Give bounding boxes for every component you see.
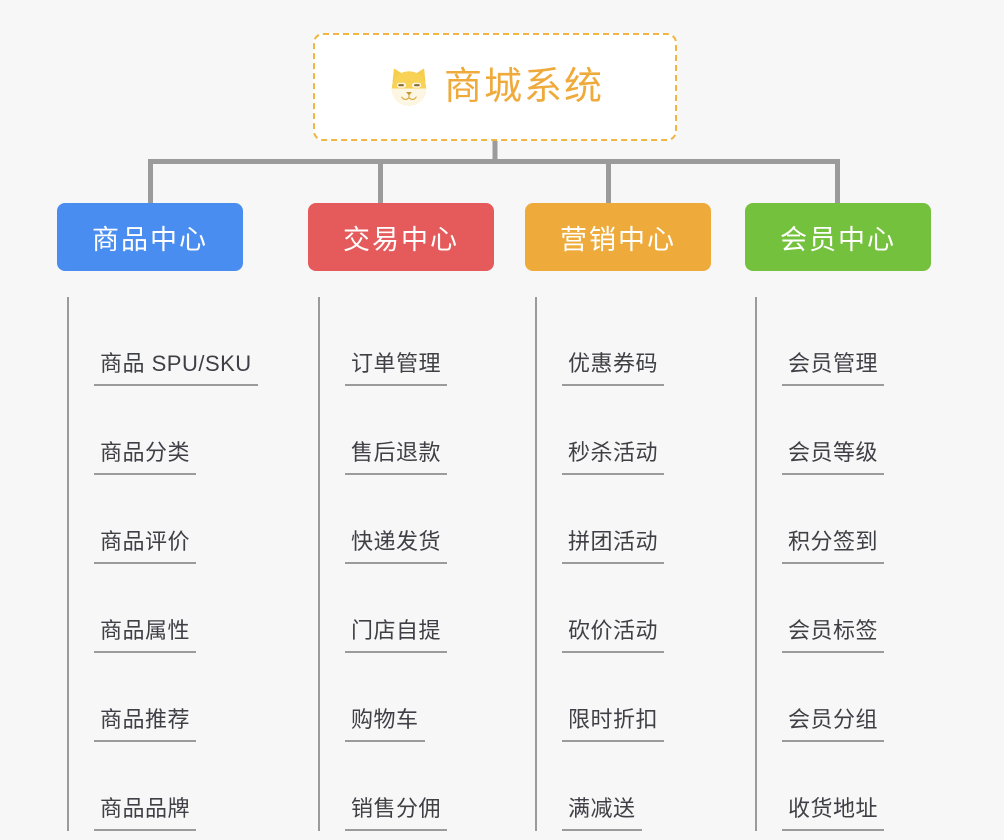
category-header-3[interactable]: 营销中心 [525, 203, 711, 271]
leaf-label: 商品属性 [94, 620, 197, 653]
leaf-item[interactable]: 积分签到 [745, 475, 931, 564]
leaf-label: 商品推荐 [94, 709, 197, 742]
leaf-label: 快递发货 [345, 531, 448, 564]
leaf-item[interactable]: 会员管理 [745, 297, 931, 386]
leaf-spine-1 [67, 297, 69, 831]
leaf-item[interactable]: 商品 SPU/SKU [57, 297, 258, 386]
leaf-label: 商品品牌 [94, 798, 197, 831]
leaf-item[interactable]: 限时折扣 [525, 653, 711, 742]
leaf-label: 砍价活动 [562, 620, 665, 653]
leaf-label: 积分签到 [782, 531, 885, 564]
leaf-label: 会员等级 [782, 442, 885, 475]
leaf-list-2: 订单管理 售后退款 快递发货 门店自提 购物车 销售分佣 [308, 297, 494, 831]
leaf-spine-3 [535, 297, 537, 831]
category-column-1: 商品中心 商品 SPU/SKU 商品分类 商品评价 商品属性 商品推荐 商品品牌 [57, 203, 258, 831]
leaf-item[interactable]: 快递发货 [308, 475, 494, 564]
leaf-item[interactable]: 商品属性 [57, 564, 243, 653]
leaf-label: 会员管理 [782, 353, 885, 386]
leaf-label: 商品 SPU/SKU [94, 353, 258, 386]
leaf-list-4: 会员管理 会员等级 积分签到 会员标签 会员分组 收货地址 [745, 297, 931, 831]
category-column-2: 交易中心 订单管理 售后退款 快递发货 门店自提 购物车 销售分佣 [308, 203, 494, 831]
leaf-list-3: 优惠券码 秒杀活动 拼团活动 砍价活动 限时折扣 满减送 [525, 297, 711, 831]
category-column-4: 会员中心 会员管理 会员等级 积分签到 会员标签 会员分组 收货地址 [745, 203, 931, 831]
leaf-label: 收货地址 [782, 798, 885, 831]
leaf-label: 秒杀活动 [562, 442, 665, 475]
leaf-item[interactable]: 销售分佣 [308, 742, 494, 831]
leaf-spine-2 [318, 297, 320, 831]
leaf-label: 购物车 [345, 709, 425, 742]
leaf-item[interactable]: 商品分类 [57, 386, 243, 475]
leaf-item[interactable]: 会员分组 [745, 653, 931, 742]
leaf-label: 门店自提 [345, 620, 448, 653]
leaf-label: 拼团活动 [562, 531, 665, 564]
leaf-item[interactable]: 砍价活动 [525, 564, 711, 653]
leaf-item[interactable]: 会员标签 [745, 564, 931, 653]
leaf-item[interactable]: 门店自提 [308, 564, 494, 653]
leaf-item[interactable]: 满减送 [525, 742, 711, 831]
leaf-item[interactable]: 收货地址 [745, 742, 931, 831]
leaf-item[interactable]: 商品推荐 [57, 653, 243, 742]
leaf-item[interactable]: 售后退款 [308, 386, 494, 475]
leaf-label: 订单管理 [345, 353, 448, 386]
root-title: 商城系统 [443, 66, 604, 108]
leaf-label: 售后退款 [345, 442, 448, 475]
leaf-item[interactable]: 订单管理 [308, 297, 494, 386]
category-header-2[interactable]: 交易中心 [308, 203, 494, 271]
leaf-item[interactable]: 会员等级 [745, 386, 931, 475]
category-header-4[interactable]: 会员中心 [745, 203, 931, 271]
category-header-1[interactable]: 商品中心 [57, 203, 243, 271]
leaf-label: 会员分组 [782, 709, 885, 742]
leaf-label: 商品分类 [94, 442, 197, 475]
leaf-item[interactable]: 商品品牌 [57, 742, 243, 831]
leaf-label: 销售分佣 [345, 798, 448, 831]
leaf-label: 会员标签 [782, 620, 885, 653]
root-node[interactable]: 商城系统 [313, 33, 677, 141]
leaf-item[interactable]: 拼团活动 [525, 475, 711, 564]
leaf-label: 商品评价 [94, 531, 197, 564]
leaf-label: 限时折扣 [562, 709, 665, 742]
leaf-item[interactable]: 商品评价 [57, 475, 243, 564]
shiba-dog-face-icon [386, 64, 432, 110]
leaf-item[interactable]: 优惠券码 [525, 297, 711, 386]
category-column-3: 营销中心 优惠券码 秒杀活动 拼团活动 砍价活动 限时折扣 满减送 [525, 203, 711, 831]
leaf-item[interactable]: 秒杀活动 [525, 386, 711, 475]
leaf-spine-4 [755, 297, 757, 831]
leaf-list-1: 商品 SPU/SKU 商品分类 商品评价 商品属性 商品推荐 商品品牌 [57, 297, 258, 831]
leaf-label: 优惠券码 [562, 353, 665, 386]
leaf-label: 满减送 [562, 798, 642, 831]
leaf-item[interactable]: 购物车 [308, 653, 494, 742]
